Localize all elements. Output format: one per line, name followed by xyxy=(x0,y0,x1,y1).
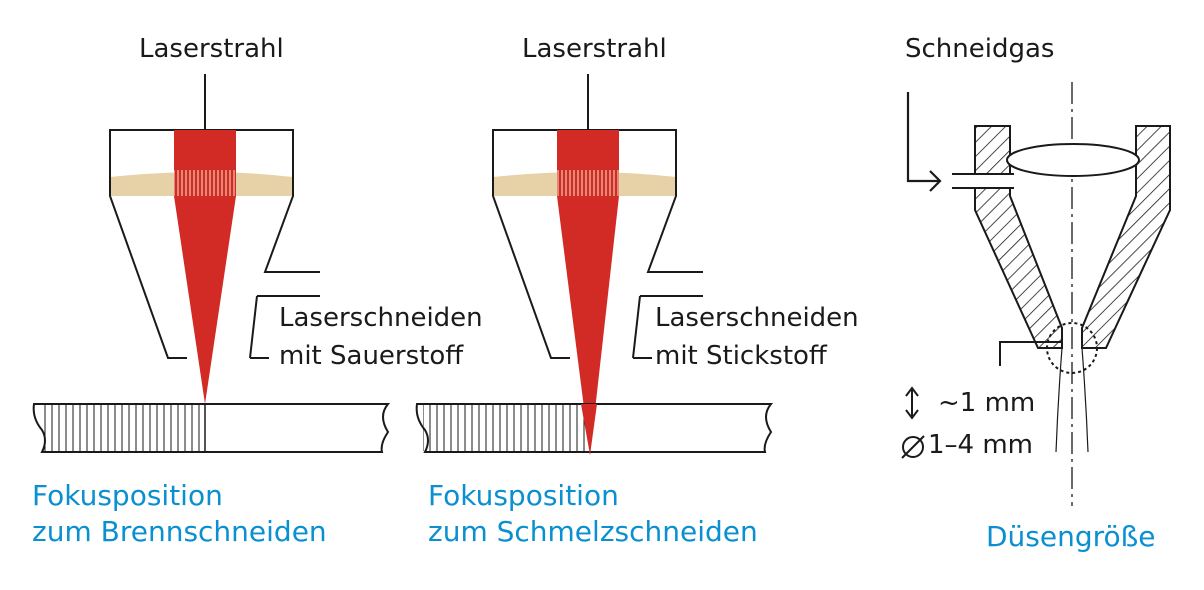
gas-label-1-line1: Laserschneiden xyxy=(279,303,483,333)
gas-label-2-line2: mit Stickstoff xyxy=(655,341,827,371)
distance-double-arrow xyxy=(905,386,919,420)
caption-2-line1: Fokusposition xyxy=(428,479,619,512)
gas-flow-arrow xyxy=(906,92,942,192)
workpiece-kerf xyxy=(40,405,205,451)
detail-circle xyxy=(1046,322,1098,374)
exit-jet-right xyxy=(1081,347,1089,453)
caption-2-line2: zum Schmelzschneiden xyxy=(428,515,758,549)
caption-1-line2: zum Brennschneiden xyxy=(32,515,327,549)
nozzle-wall-right xyxy=(1081,125,1171,349)
caption-1-line1: Fokusposition xyxy=(32,479,223,512)
gas-label-1-line2: mit Sauerstoff xyxy=(279,341,464,371)
panel-nozzle-size xyxy=(901,82,1171,506)
diameter-symbol xyxy=(901,435,925,459)
laser-beam-lens-section xyxy=(174,170,236,196)
distance-label: ~1 mm xyxy=(938,388,1036,418)
panel-nitrogen-cutting xyxy=(415,74,774,455)
laser-beam-cone xyxy=(174,196,236,404)
distance-bracket xyxy=(999,341,1062,366)
gas-inlet-channel xyxy=(972,174,1014,188)
beam-label-1: Laserstrahl xyxy=(139,34,284,64)
beam-in-workpiece xyxy=(581,404,597,455)
beam-label-2: Laserstrahl xyxy=(522,34,667,64)
laser-beam-cone xyxy=(557,196,619,455)
nozzle-size-caption: Düsengröße xyxy=(986,520,1156,553)
panel-oxygen-cutting xyxy=(32,74,391,453)
lens-ellipse xyxy=(1006,143,1140,177)
gas-label-2-line1: Laserschneiden xyxy=(655,303,859,333)
workpiece-kerf xyxy=(423,405,589,451)
laser-beam-lens-section xyxy=(557,170,619,196)
cutting-gas-label: Schneidgas xyxy=(905,34,1055,64)
caption-1: Fokusposition zum Brennschneiden xyxy=(32,478,327,551)
caption-2: Fokusposition zum Schmelzschneiden xyxy=(428,478,758,551)
diameter-label: 1–4 mm xyxy=(928,430,1034,460)
exit-jet-left xyxy=(1055,347,1063,453)
